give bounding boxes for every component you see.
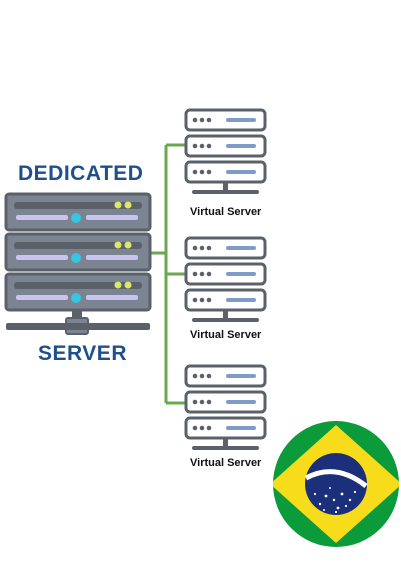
server-title: SERVER	[38, 342, 127, 365]
led-cyan-3	[71, 293, 81, 303]
brazil-flag-icon	[273, 421, 399, 547]
dedicated-server-icon	[4, 192, 152, 335]
rack-unit-1	[4, 192, 152, 232]
virtual-server-icon-1	[184, 108, 267, 194]
led-cyan-2	[71, 253, 81, 263]
rack-unit-3	[4, 272, 152, 312]
dedicated-title: DEDICATED	[18, 162, 144, 185]
virtual-server-icon-2	[184, 236, 267, 322]
connector-lines	[150, 143, 186, 405]
rack-unit-2	[4, 232, 152, 272]
led-cyan-1	[71, 213, 81, 223]
virtual-server-icon-3	[184, 364, 267, 450]
virtual-server-label-3: Virtual Server	[190, 457, 262, 469]
virtual-server-label-2: Virtual Server	[190, 329, 262, 341]
virtual-server-label-1: Virtual Server	[190, 206, 262, 218]
